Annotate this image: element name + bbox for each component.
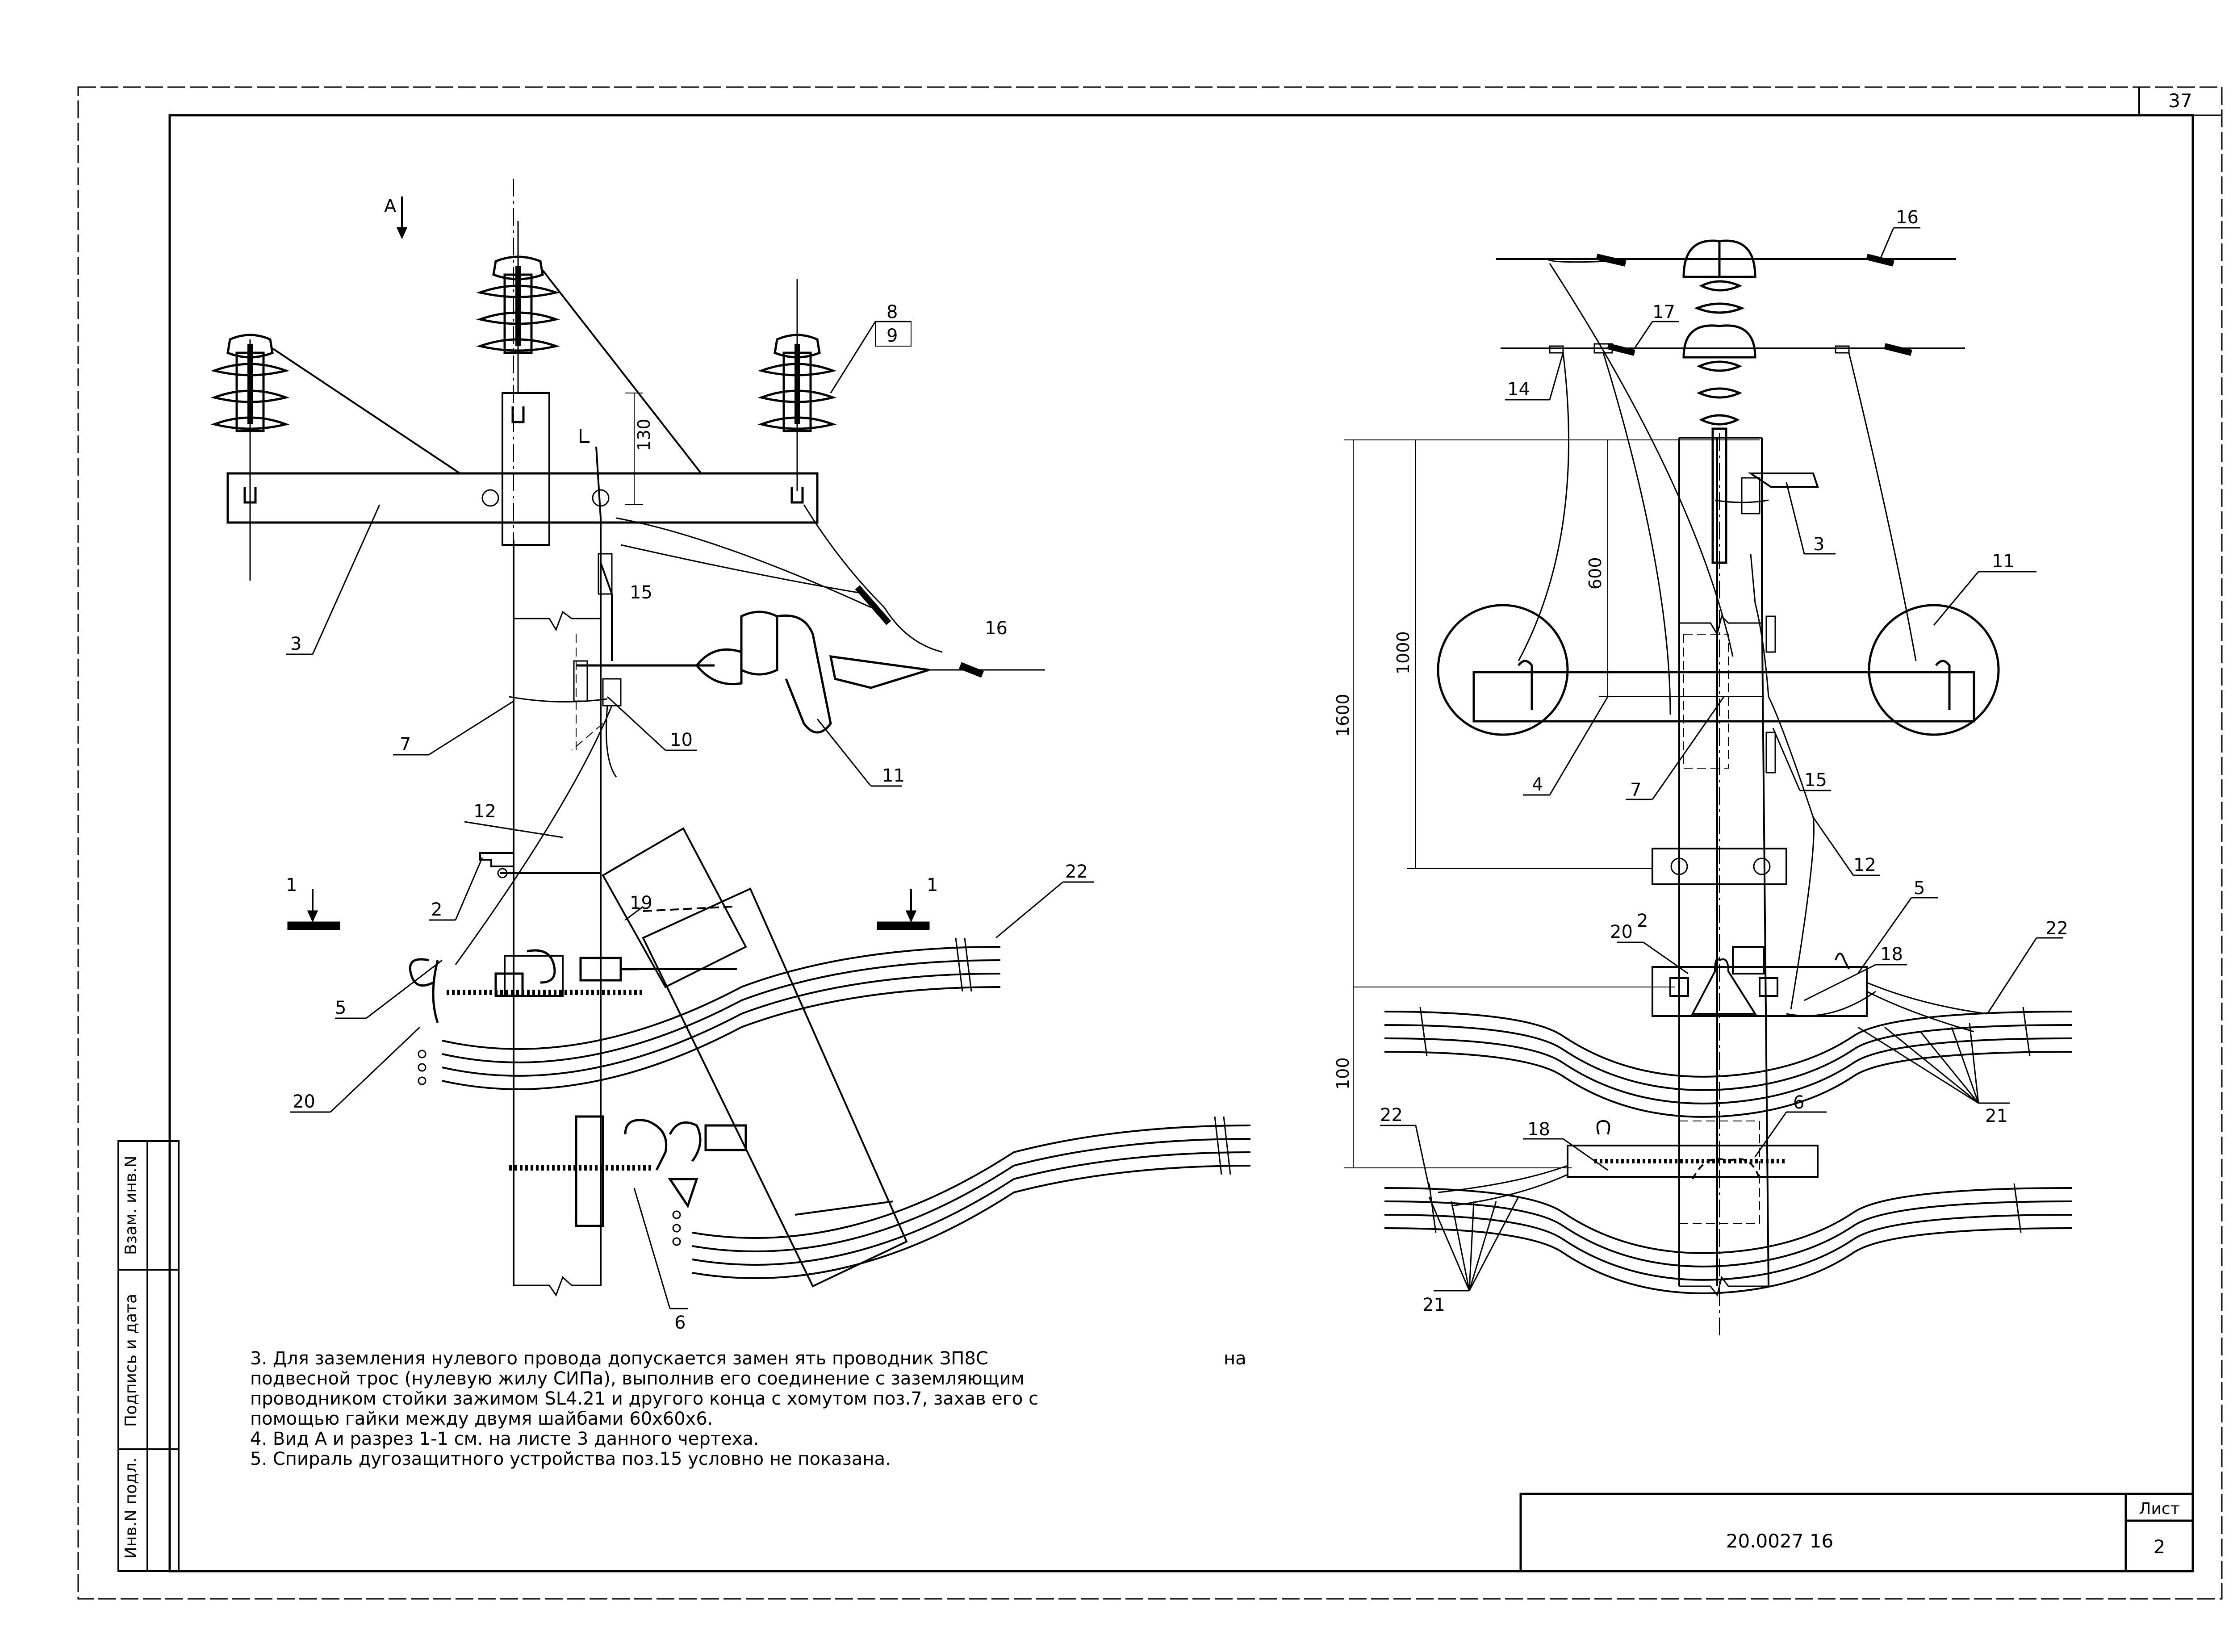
stamp-podpis-data: Подпись и дата bbox=[122, 1294, 140, 1427]
note-line-6: 5. Спираль дугозащитного устройства поз.… bbox=[250, 1449, 891, 1469]
callout-left-2: 2 bbox=[431, 899, 442, 920]
callout-left-3: 3 bbox=[290, 634, 301, 654]
leader-lines-left bbox=[286, 321, 1094, 1309]
stamp-vzam-inv: Взам. инв.N bbox=[122, 1156, 140, 1255]
section-right-label: 1 bbox=[927, 875, 938, 895]
callout-left-9: 9 bbox=[887, 326, 898, 346]
callout-left-20: 20 bbox=[293, 1092, 315, 1112]
view-a-label: A bbox=[384, 196, 397, 217]
left-stamp-strip bbox=[117, 1140, 180, 1572]
top-insulators bbox=[1682, 239, 1756, 564]
drawing-notes: 3. Для заземления нулевого провода допус… bbox=[250, 1348, 1246, 1469]
callout-right-3: 3 bbox=[1813, 534, 1824, 555]
dimension-130: 130 bbox=[634, 418, 654, 451]
callout-left-10: 10 bbox=[670, 730, 693, 750]
right-side-view bbox=[1344, 227, 2073, 1335]
dimension-1000: 1000 bbox=[1393, 631, 1413, 674]
note-line-2: подвесной трос (нулевую жилу СИПа), выпо… bbox=[250, 1368, 1025, 1389]
note-line-5: 4. Вид А и разрез 1-1 см. на листе 3 дан… bbox=[250, 1429, 759, 1449]
lower-cable-bundle-side bbox=[1384, 1165, 2073, 1294]
callout-right-6: 6 bbox=[1793, 1092, 1804, 1113]
callout-right-21-upper: 21 bbox=[1985, 1106, 2008, 1126]
callout-right-12: 12 bbox=[1853, 855, 1876, 875]
dimension-lines-side bbox=[1344, 439, 1760, 1168]
section-markers bbox=[287, 197, 930, 930]
callout-right-11: 11 bbox=[1992, 551, 2015, 572]
callout-left-15: 15 bbox=[630, 582, 652, 603]
dimension-100: 100 bbox=[1333, 1057, 1353, 1090]
callout-left-16: 16 bbox=[985, 618, 1008, 639]
callout-right-2: 2 bbox=[1637, 911, 1648, 931]
left-front-view bbox=[210, 179, 1251, 1309]
note-line-1: 3. Для заземления нулевого провода допус… bbox=[250, 1348, 988, 1369]
page-number: 37 bbox=[2168, 90, 2192, 112]
callout-right-14: 14 bbox=[1507, 379, 1530, 400]
note-line-4: помощью гайки между двумя шайбами 60х60х… bbox=[250, 1409, 713, 1429]
callout-right-20: 20 bbox=[1610, 922, 1633, 942]
anchor-clamp-upper bbox=[409, 949, 643, 1023]
anchor-bracket-lower bbox=[1567, 1120, 1819, 1224]
anchor-clamp-lower bbox=[509, 1115, 747, 1227]
callout-right-18-upper: 18 bbox=[1880, 944, 1903, 965]
callout-right-7: 7 bbox=[1630, 780, 1641, 800]
dimension-1600: 1600 bbox=[1333, 694, 1353, 737]
lower-cable-bundle bbox=[692, 1116, 1251, 1279]
sheet-label: Лист bbox=[2139, 1500, 2179, 1518]
callout-right-15: 15 bbox=[1804, 770, 1827, 790]
sheet-frame bbox=[77, 86, 2223, 1600]
dimension-600: 600 bbox=[1585, 557, 1605, 590]
anchor-bracket-upper bbox=[1652, 946, 1868, 1017]
strain-insulators-side bbox=[1437, 604, 2000, 736]
pin-insulator-left bbox=[210, 334, 290, 581]
note-line-1-tail: на bbox=[1224, 1348, 1246, 1369]
callout-right-22-lower: 22 bbox=[1380, 1105, 1403, 1125]
callout-right-4: 4 bbox=[1532, 774, 1543, 795]
title-block bbox=[1519, 1493, 2194, 1573]
callout-left-19: 19 bbox=[630, 893, 652, 913]
sheet-number: 2 bbox=[2154, 1536, 2166, 1558]
pin-insulator-middle bbox=[476, 221, 560, 423]
drawing-code: 20.0027 16 bbox=[1726, 1530, 1833, 1552]
callout-left-7: 7 bbox=[400, 734, 411, 755]
callout-left-8: 8 bbox=[887, 302, 898, 322]
callout-left-22: 22 bbox=[1065, 862, 1088, 882]
leader-lines-right bbox=[1380, 227, 2063, 1292]
callout-left-11: 11 bbox=[882, 765, 905, 786]
callout-right-5: 5 bbox=[1914, 878, 1925, 899]
callout-left-12: 12 bbox=[473, 801, 496, 822]
callout-left-5: 5 bbox=[335, 998, 346, 1018]
callout-left-6: 6 bbox=[674, 1313, 686, 1333]
upper-cable-bundle bbox=[442, 937, 1001, 1090]
callout-right-22-upper: 22 bbox=[2045, 918, 2068, 939]
section-left-label: 1 bbox=[286, 875, 297, 895]
note-line-3: проводником стойки зажимом SL4.21 и друг… bbox=[250, 1389, 1038, 1409]
callout-right-18-lower: 18 bbox=[1527, 1119, 1550, 1140]
strain-insulator bbox=[695, 611, 929, 734]
stamp-inv-podl: Инв.N подл. bbox=[122, 1458, 140, 1559]
callout-right-17: 17 bbox=[1652, 302, 1675, 322]
pin-insulator-right bbox=[757, 279, 837, 504]
upper-cable-bundle-side bbox=[1384, 982, 2073, 1118]
callout-right-21-lower: 21 bbox=[1422, 1295, 1445, 1315]
callout-right-16: 16 bbox=[1896, 207, 1919, 228]
tilted-junction-box bbox=[602, 827, 908, 1288]
